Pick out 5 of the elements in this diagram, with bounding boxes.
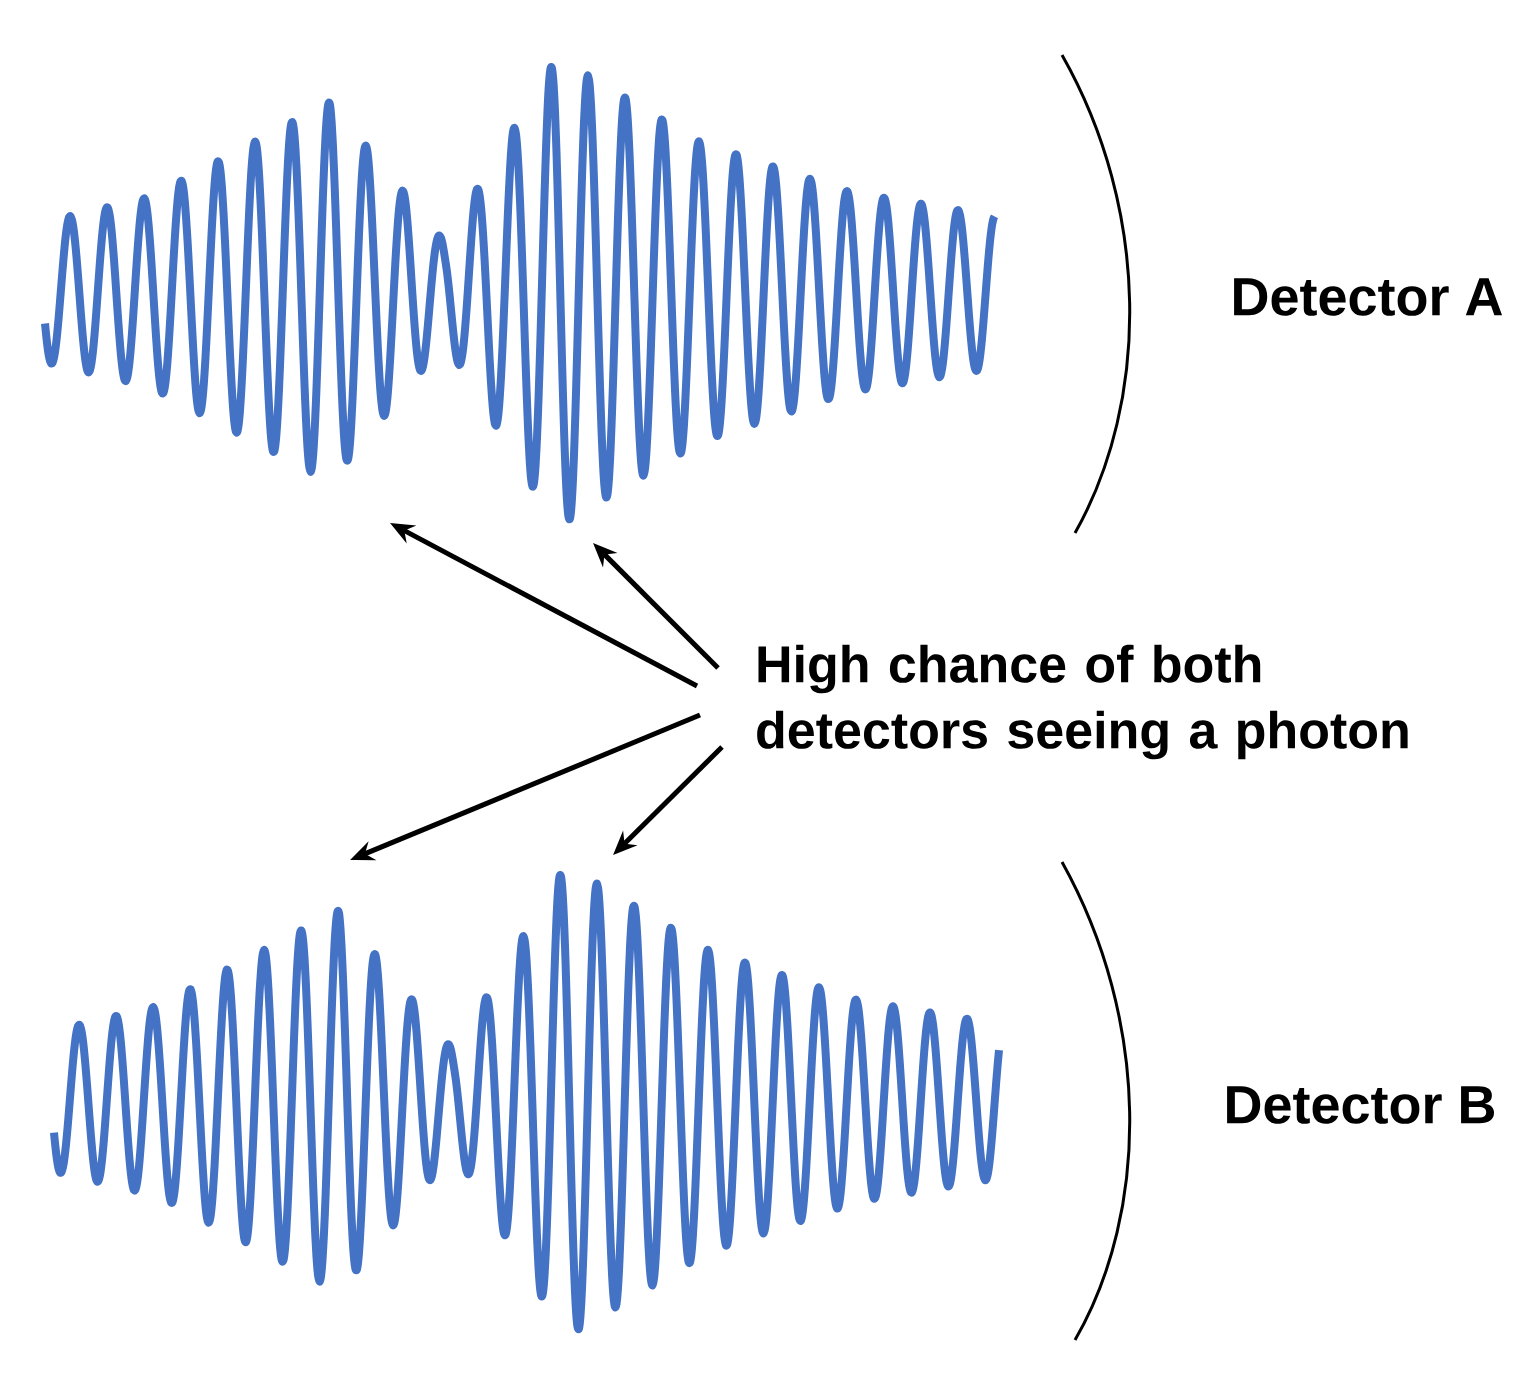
callout-text: High chance of both detectors seeing a photon <box>757 644 1408 760</box>
wave-drawing <box>50 872 1003 1333</box>
wave-drawing <box>41 64 999 523</box>
detector-label: Detector B <box>1227 1086 1494 1124</box>
detector-label: Detector A <box>1234 278 1503 316</box>
